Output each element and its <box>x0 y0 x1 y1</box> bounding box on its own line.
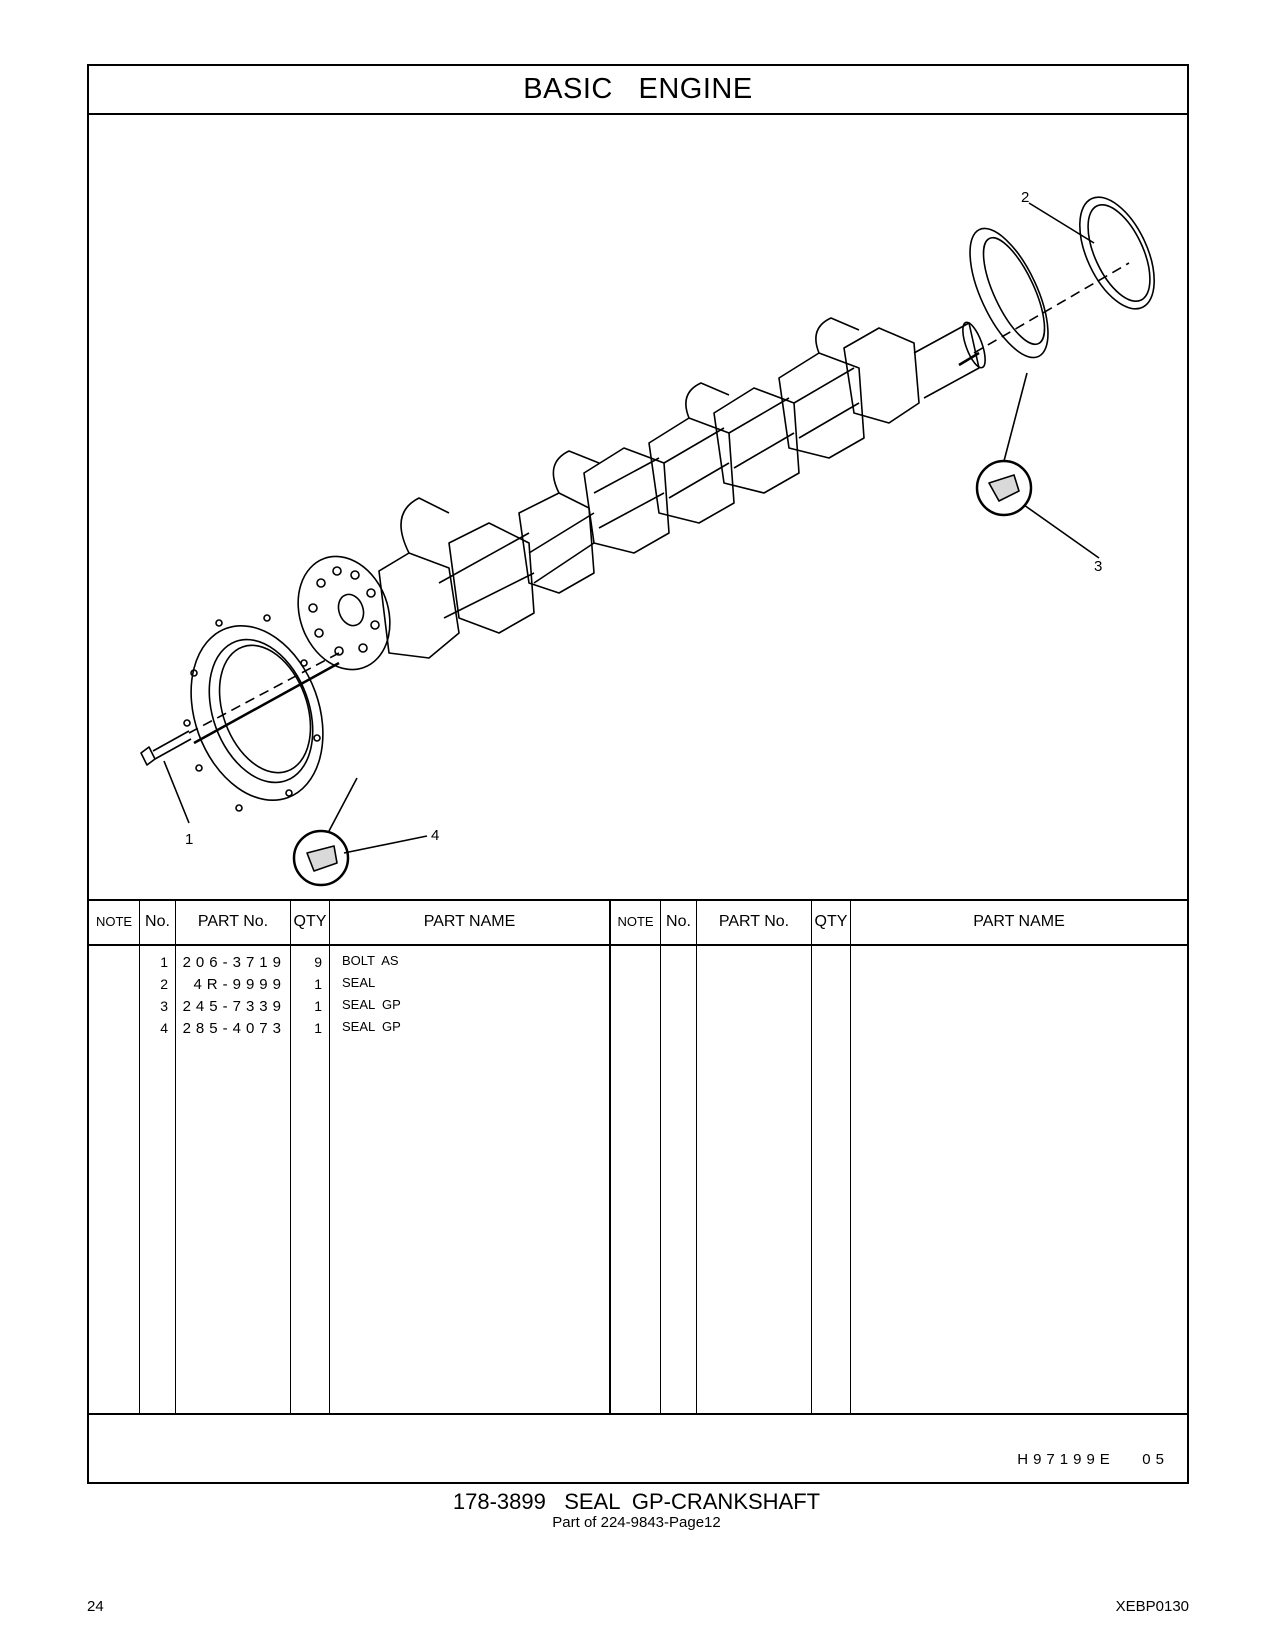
header-part-name-right: PART NAME <box>973 913 1065 930</box>
row-part-no: 206-3719 <box>182 954 286 971</box>
section-title: BASIC ENGINE <box>89 66 1187 115</box>
table-header-row <box>89 899 1187 946</box>
section-title-text: BASIC ENGINE <box>523 73 753 105</box>
parts-sheet: BASIC ENGINE <box>87 64 1189 1484</box>
row-no: 3 <box>160 998 168 1014</box>
sheet-footer-band: H97199E 05 <box>89 1413 1187 1482</box>
row-qty: 9 <box>314 954 322 970</box>
header-part-no-right: PART No. <box>718 913 790 930</box>
callout-4: 4 <box>431 827 439 844</box>
crankshaft-exploded-illustration: 2 3 1 4 <box>140 189 1155 887</box>
header-no-right: No. <box>666 913 691 930</box>
header-qty-left: QTY <box>293 913 327 930</box>
header-note-left: NOTE <box>95 914 133 929</box>
row-part-name: SEAL GP <box>342 1019 401 1034</box>
row-part-no: 4R-9999 <box>193 976 286 993</box>
bolt-drawing <box>140 730 192 766</box>
group-caption: 178-3899 SEAL GP-CRANKSHAFT <box>452 1489 821 1514</box>
row-qty: 1 <box>314 1020 322 1036</box>
row-part-name: BOLT AS <box>342 953 399 968</box>
front-seal-plate-drawing <box>183 614 324 812</box>
callout-2: 2 <box>1021 189 1029 206</box>
row-qty: 1 <box>314 976 322 992</box>
row-no: 1 <box>160 954 168 970</box>
group-subcaption: Part of 224-9843-Page12 <box>552 1514 721 1531</box>
rear-seal-drawing <box>969 196 1155 359</box>
row-part-no: 245-7339 <box>182 998 286 1015</box>
document-code: XEBP0130 <box>1115 1598 1189 1615</box>
row-part-name: SEAL GP <box>342 997 401 1012</box>
crankshaft-drawing <box>297 317 986 671</box>
row-no: 4 <box>160 1020 168 1036</box>
callout-3: 3 <box>1094 558 1102 575</box>
row-part-name: SEAL <box>342 975 376 990</box>
page-number: 24 <box>87 1598 104 1615</box>
header-note-right: NOTE <box>617 914 654 929</box>
row-part-no: 285-4073 <box>182 1020 286 1037</box>
row-qty: 1 <box>314 998 322 1014</box>
header-part-name-left: PART NAME <box>423 913 516 930</box>
detail-circle-4 <box>292 829 350 887</box>
row-no: 2 <box>160 976 168 992</box>
header-no-left: No. <box>145 913 170 930</box>
header-qty-right: QTY <box>814 913 848 930</box>
header-part-no-left: PART No. <box>197 913 269 930</box>
drawing-code: H97199E 05 <box>1017 1451 1169 1468</box>
parts-table: NOTE No. PART No. QTY PART NAME NOTE No.… <box>89 899 1187 1413</box>
callout-1: 1 <box>185 831 193 848</box>
